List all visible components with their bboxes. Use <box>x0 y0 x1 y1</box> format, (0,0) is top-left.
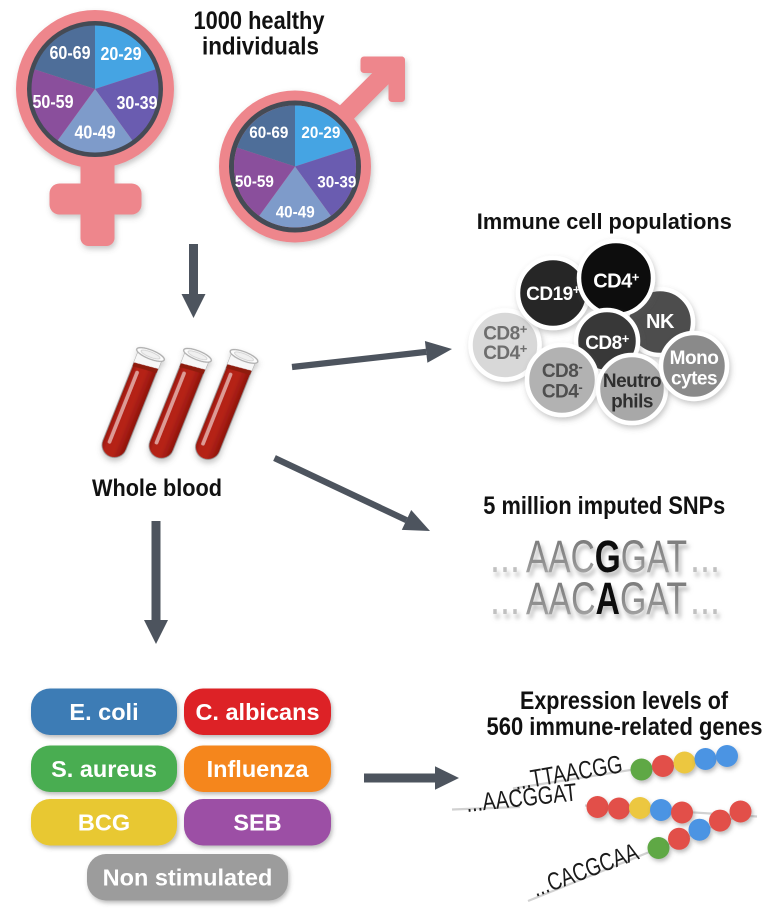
svg-text:5 million imputed SNPs: 5 million imputed SNPs <box>483 492 725 520</box>
svg-text:...: ... <box>690 573 720 624</box>
svg-text:individuals: individuals <box>202 33 319 61</box>
svg-text:560 immune-related genes: 560 immune-related genes <box>487 713 763 741</box>
svg-text:60-69: 60-69 <box>50 43 91 63</box>
svg-text:Neutro: Neutro <box>603 371 661 392</box>
svg-text:30-39: 30-39 <box>117 93 158 113</box>
svg-text:SEB: SEB <box>233 809 281 835</box>
svg-text:CD4+: CD4+ <box>593 270 640 293</box>
svg-text:CD19+: CD19+ <box>526 282 581 305</box>
svg-text:40-49: 40-49 <box>75 123 116 143</box>
svg-text:Non stimulated: Non stimulated <box>103 864 273 890</box>
svg-text:Mono: Mono <box>670 348 719 369</box>
svg-text:Influenza: Influenza <box>207 756 310 782</box>
svg-text:CD8+: CD8+ <box>585 331 630 354</box>
svg-text:E. coli: E. coli <box>69 699 138 725</box>
svg-text:1000 healthy: 1000 healthy <box>194 7 325 35</box>
svg-text:20-29: 20-29 <box>301 123 340 142</box>
svg-text:...: ... <box>490 531 520 582</box>
svg-text:50-59: 50-59 <box>33 92 74 112</box>
svg-text:...: ... <box>490 573 520 624</box>
svg-text:AACGGAT: AACGGAT <box>526 531 687 582</box>
svg-text:CD8-: CD8- <box>542 359 583 382</box>
svg-text:cytes: cytes <box>671 369 717 390</box>
svg-text:Expression levels of: Expression levels of <box>520 687 729 715</box>
svg-text:CD4-: CD4- <box>542 380 583 403</box>
svg-text:NK: NK <box>646 311 675 333</box>
svg-text:S. aureus: S. aureus <box>51 756 157 782</box>
svg-text:...: ... <box>690 531 720 582</box>
svg-text:CD8+: CD8+ <box>483 322 528 345</box>
svg-text:C. albicans: C. albicans <box>195 699 319 725</box>
svg-text:BCG: BCG <box>78 809 130 835</box>
svg-text:40-49: 40-49 <box>276 202 315 221</box>
svg-text:20-29: 20-29 <box>101 44 142 64</box>
svg-text:30-39: 30-39 <box>317 172 356 191</box>
svg-text:50-59: 50-59 <box>235 172 274 191</box>
svg-text:phils: phils <box>611 392 653 413</box>
svg-text:CD4+: CD4+ <box>483 341 528 364</box>
svg-text:60-69: 60-69 <box>249 123 288 142</box>
svg-text:Whole blood: Whole blood <box>92 475 222 502</box>
svg-text:AACAGAT: AACAGAT <box>526 573 687 624</box>
svg-text:Immune cell populations: Immune cell populations <box>477 209 732 234</box>
